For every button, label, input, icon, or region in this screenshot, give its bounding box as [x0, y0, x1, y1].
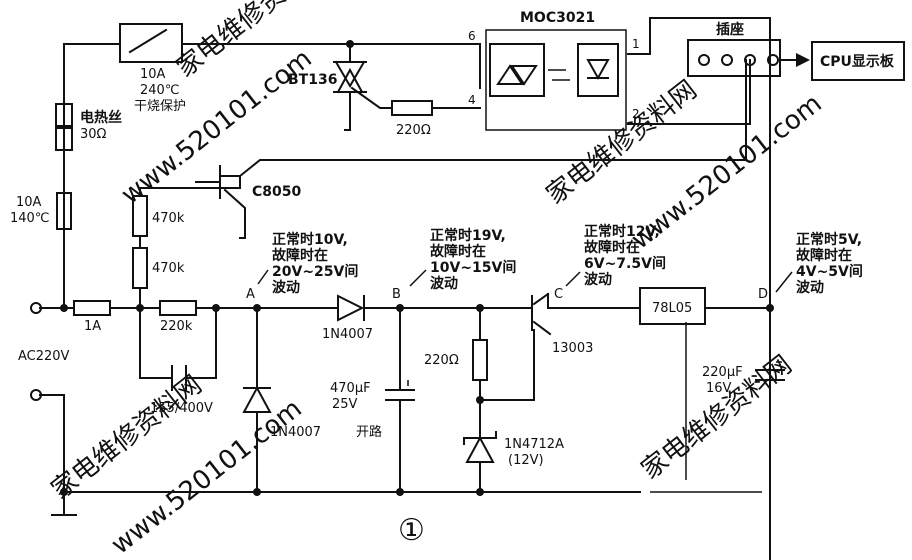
- ac-input-label: AC220V: [18, 349, 70, 364]
- node-a-label: A: [246, 287, 255, 302]
- note-c: 正常时12V, 故障时在 6V~7.5V间 波动: [565, 223, 666, 288]
- note-a: 正常时10V, 故障时在 20V~25V间 波动: [257, 231, 358, 296]
- resistor-220k-label: 220k: [160, 319, 193, 334]
- note-a-line: 20V~25V间: [272, 263, 358, 280]
- heater-label: 电热丝: [80, 109, 122, 126]
- note-b-line: 故障时在: [430, 243, 486, 260]
- transistor-13003-label: 13003: [552, 341, 593, 356]
- capacitor-470uf-value: 470μF: [330, 381, 371, 396]
- resistor-470k-2-label: 470k: [152, 261, 185, 276]
- diode-series-label: 1N4007: [322, 327, 373, 342]
- capacitor-155: [171, 365, 187, 391]
- transistor-c8050: [195, 165, 221, 199]
- fuse-140-rating: 10A: [16, 195, 42, 210]
- capacitor-220uf: [755, 361, 785, 381]
- junction-dots: [60, 40, 774, 496]
- resistor-220-label: 220Ω: [424, 353, 459, 368]
- optocoupler-moc3021: [485, 29, 627, 131]
- capacitor-open-note: 开路: [356, 424, 382, 440]
- regulator-label: 78L05: [652, 301, 692, 316]
- fuse-240-function: 干烧保护: [134, 99, 186, 114]
- moc3021-label: MOC3021: [520, 10, 595, 26]
- note-d-line: 4V~5V间: [796, 263, 863, 280]
- socket-connector: [687, 39, 781, 77]
- zener-voltage: (12V): [508, 453, 544, 468]
- pin-2: 2: [632, 107, 640, 121]
- transistor-13003: [531, 292, 552, 336]
- fuse-1a: [73, 300, 111, 316]
- capacitor-470uf-voltage: 25V: [332, 397, 358, 412]
- resistor-220-gate: [391, 100, 433, 116]
- socket-label: 插座: [716, 21, 744, 38]
- note-a-line: 波动: [272, 279, 300, 296]
- note-d-line: 波动: [796, 279, 824, 296]
- capacitor-220uf-voltage: 16V: [706, 381, 732, 396]
- fuse-140-temp: 140℃: [10, 211, 49, 226]
- note-d-line: 正常时5V,: [796, 231, 862, 248]
- resistor-470k-1: [132, 195, 148, 237]
- zener-1n4712a: [463, 431, 497, 463]
- pin-6: 6: [468, 29, 476, 43]
- diode-1n4007-series: [337, 294, 365, 322]
- node-d-label: D: [758, 287, 768, 302]
- note-b-line: 波动: [430, 275, 458, 292]
- node-c-label: C: [554, 287, 563, 302]
- note-d: 正常时5V, 故障时在 4V~5V间 波动: [775, 231, 863, 296]
- capacitor-220uf-value: 220μF: [702, 365, 743, 380]
- note-d-line: 故障时在: [796, 247, 852, 264]
- fuse-240-temp: 240℃: [140, 83, 179, 98]
- figure-number: ①: [398, 513, 425, 548]
- resistor-470k-2: [132, 247, 148, 289]
- diode-1n4007-shunt: [242, 385, 272, 413]
- heater-value: 30Ω: [80, 127, 107, 142]
- diode-shunt-label: 1N4007: [270, 425, 321, 440]
- fuse-1a-label: 1A: [84, 319, 101, 334]
- note-c-line: 正常时12V,: [584, 223, 660, 240]
- capacitor-155-label: 155/400V: [150, 401, 213, 416]
- resistor-220-gate-label: 220Ω: [396, 123, 431, 138]
- node-b-label: B: [392, 287, 401, 302]
- resistor-220k: [159, 300, 197, 316]
- ac-terminal-2: [30, 389, 42, 401]
- triac-bt136: [333, 60, 367, 94]
- note-b-line: 10V~15V间: [430, 259, 516, 276]
- c8050-label: C8050: [252, 184, 301, 200]
- thermal-fuse-240: [119, 23, 183, 63]
- cpu-display-board: [796, 41, 905, 81]
- note-a-line: 正常时10V,: [272, 231, 348, 248]
- zener-label: 1N4712A: [504, 437, 564, 452]
- note-b: 正常时19V, 故障时在 10V~15V间 波动: [409, 227, 516, 292]
- capacitor-470uf: [385, 380, 415, 401]
- wires: [39, 17, 801, 560]
- pin-1: 1: [632, 37, 640, 51]
- note-c-line: 6V~7.5V间: [584, 255, 666, 272]
- thermal-fuse-140: [56, 192, 72, 230]
- ac-terminal-1: [30, 302, 42, 314]
- bt136-label: BT136: [288, 72, 337, 88]
- pin-4: 4: [468, 93, 476, 107]
- note-c-line: 波动: [584, 271, 612, 288]
- resistor-470k-1-label: 470k: [152, 211, 185, 226]
- cpu-board-label: CPU显示板: [820, 53, 895, 70]
- note-c-line: 故障时在: [584, 239, 640, 256]
- heater-coil: [55, 103, 73, 151]
- note-b-line: 正常时19V,: [430, 227, 506, 244]
- regulator-78l05: [639, 287, 706, 325]
- fuse-240-rating: 10A: [140, 67, 166, 82]
- resistor-220: [472, 339, 488, 381]
- note-a-line: 故障时在: [272, 247, 328, 264]
